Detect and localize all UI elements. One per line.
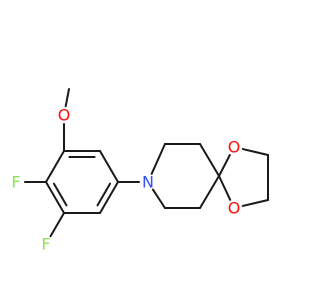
bond-sp-o2 <box>218 175 232 201</box>
bond-c5-c6 <box>45 181 65 214</box>
bond-c2-c3 <box>99 150 119 183</box>
bond-d2-o2 <box>241 199 269 207</box>
bond-c6-c1 <box>45 150 65 183</box>
bond-sp-o1 <box>218 153 231 177</box>
atom-label-n: N <box>142 173 154 192</box>
atom-label-o1: O <box>228 138 241 157</box>
bond-me-o_me <box>64 88 70 108</box>
bond-c5-c6-inner <box>52 182 68 207</box>
bond-p4-n <box>151 188 166 209</box>
atom-label-f1: F <box>11 173 20 192</box>
bond-p2-sp <box>199 143 220 177</box>
bonds-layer <box>24 88 269 238</box>
bond-sp-p3 <box>199 175 220 209</box>
bond-c3-c4 <box>99 181 119 214</box>
atom-labels-layer: O F F N O O <box>11 106 240 254</box>
bond-o1-d1 <box>241 148 269 156</box>
molecule-structure: O F F N O O <box>11 88 269 254</box>
atom-label-o_me: O <box>58 106 71 125</box>
bond-c5-f2 <box>49 212 65 238</box>
bond-c3-c4-inner <box>96 182 112 207</box>
atom-label-o2: O <box>228 199 241 218</box>
bond-n-p1 <box>150 143 166 175</box>
atom-label-f2: F <box>41 235 50 254</box>
